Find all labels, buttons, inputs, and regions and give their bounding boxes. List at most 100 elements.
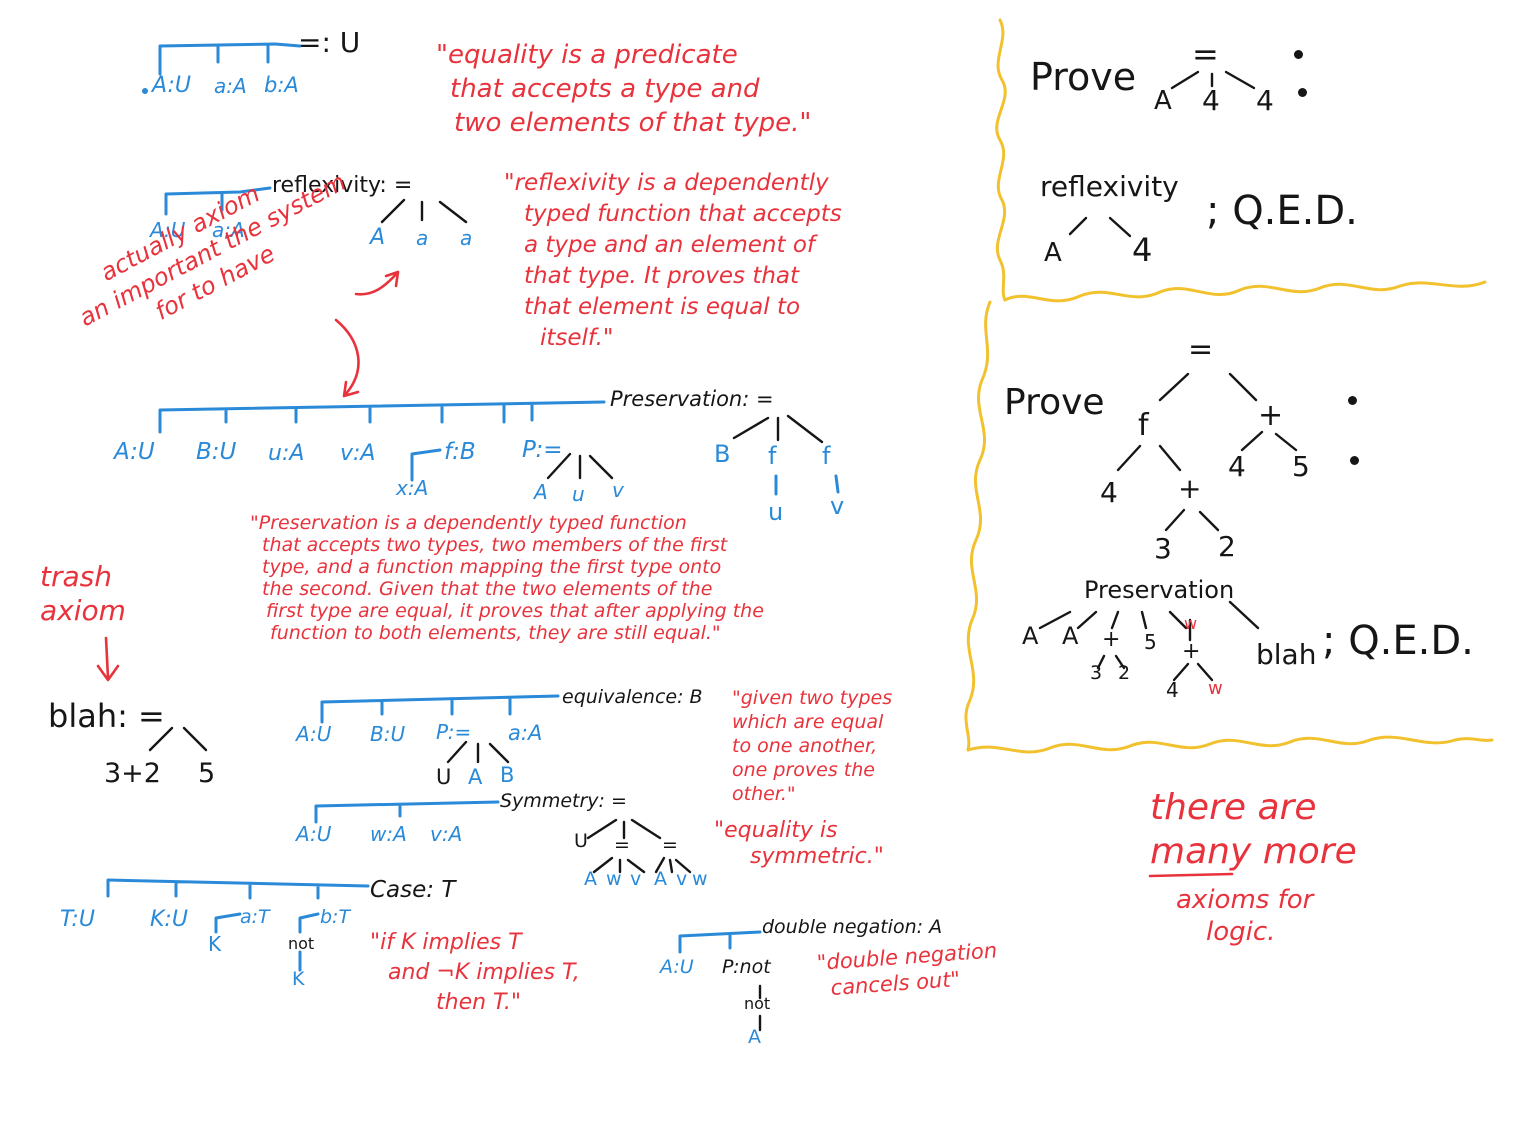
preservation-p-child-u: u — [572, 482, 585, 506]
proof2-inner-plus-lines — [1164, 508, 1220, 532]
preservation-note-line: function to both elements, they are stil… — [270, 622, 721, 644]
equality-note-line: two elements of that type." — [454, 108, 812, 138]
proof2-step-w: w — [1184, 614, 1198, 633]
proof2-w-plus-lines — [1172, 662, 1214, 682]
symmetry-child-eq-left: = — [614, 834, 630, 856]
symmetry-right-w: w — [692, 868, 708, 890]
trash-axiom-line: axiom — [40, 594, 126, 627]
footer-note-big: there are many more — [1150, 786, 1357, 874]
reflexivity-tree-lines — [380, 198, 468, 224]
proof1-colon-bottom — [1298, 88, 1307, 97]
symmetry-tree-lines — [586, 818, 662, 840]
double-negation-bracket — [678, 930, 762, 954]
proof2-left-f: f — [1138, 408, 1149, 443]
preservation-arg-P: P:= — [522, 437, 563, 463]
case-label: Case: T — [370, 877, 456, 903]
preservation-arg-A: A:U — [114, 439, 155, 465]
preservation-p-child-A: A — [534, 480, 548, 504]
equivalence-note-line: which are equal — [732, 711, 884, 733]
symmetry-left-lines — [592, 856, 646, 874]
reflexivity-note-line: a type and an element of — [524, 232, 815, 258]
equality-note: "equality is a predicate that accepts a … — [436, 38, 811, 140]
equality-arg-a: a:A — [214, 74, 247, 98]
equivalence-bracket — [320, 694, 560, 724]
proof2-right-plus: + — [1258, 398, 1284, 433]
case-b-child-K: K — [292, 968, 305, 990]
proof2-plus-sub-2: 2 — [1118, 662, 1131, 684]
equality-bracket — [158, 42, 302, 76]
preservation-note: "Preservation is a dependently typed fun… — [250, 512, 764, 644]
reflexivity-child-a2: a — [460, 226, 473, 250]
symmetry-bracket — [314, 800, 500, 824]
preservation-bracket — [158, 400, 606, 434]
yellow-divider-horizontal-2 — [966, 735, 1494, 754]
case-b-bracket — [298, 912, 320, 934]
preservation-note-line: that accepts two types, two members of t… — [262, 534, 728, 556]
footer-note-line: logic. — [1206, 917, 1276, 947]
preservation-arg-B: B:U — [196, 439, 237, 465]
case-a-bracket — [214, 912, 242, 934]
equivalence-note-line: to one another, — [732, 735, 878, 757]
proof2-step-A1: A — [1022, 622, 1039, 650]
proof1-colon-top — [1294, 50, 1303, 59]
case-a-child-K: K — [208, 932, 222, 956]
reflexivity-arg-A: A:U — [150, 218, 186, 242]
equality-note-line: that accepts a type and — [450, 74, 760, 104]
proof2-left-sub-3: 3 — [1154, 532, 1172, 565]
proof1-prove: Prove — [1030, 55, 1137, 99]
preservation-child-B: B — [714, 440, 731, 468]
preservation-arg-v: v:A — [340, 441, 376, 466]
proof2-step-A2: A — [1062, 622, 1079, 650]
symmetry-child-eq-right: = — [662, 834, 678, 856]
proof1-step-A: A — [1044, 238, 1062, 268]
preservation-note-line: type, and a function mapping the first t… — [262, 556, 722, 578]
equivalence-p-tree-lines — [446, 740, 510, 764]
equivalence-arg-P: P:= — [436, 720, 472, 744]
proof2-step-lines — [1038, 600, 1260, 630]
symmetry-left-A: A — [584, 868, 597, 890]
preservation-label: Preservation: = — [610, 387, 774, 411]
equivalence-note-line: one proves the — [732, 759, 875, 781]
preservation-arg-f: f:B — [444, 439, 476, 465]
double-negation-child-not: not — [744, 994, 771, 1013]
case-note: "if K implies T and ¬K implies T, then T… — [370, 928, 580, 1018]
reflexivity-note: "reflexivity is a dependently typed func… — [504, 168, 842, 354]
symmetry-arg-w: w:A — [370, 822, 407, 846]
reflexivity-note-line: "reflexivity is a dependently — [504, 170, 829, 196]
equivalence-p-child-A: A — [468, 765, 483, 789]
reflexivity-bracket — [164, 186, 272, 216]
reflexivity-note-line: that type. It proves that — [524, 263, 800, 289]
blah-child-left: 3+2 — [104, 758, 161, 789]
proof2-f-lines — [1116, 444, 1182, 472]
preservation-p-child-v: v — [612, 478, 624, 502]
proof2-left-plus: + — [1178, 472, 1202, 505]
bullet — [142, 88, 148, 94]
preservation-fn-arg: x:A — [396, 476, 429, 500]
symmetry-note-line: symmetric." — [750, 844, 884, 869]
preservation-child-f: f — [768, 442, 777, 470]
equivalence-note: "given two types which are equal to one … — [732, 686, 892, 806]
equality-arg-A: A:U — [152, 73, 191, 98]
equivalence-note-line: other." — [732, 783, 796, 805]
reflexivity-arg-a: a:A — [212, 218, 245, 242]
preservation-p-tree-lines — [546, 452, 614, 480]
proof1-step-4: 4 — [1132, 231, 1153, 269]
axiom-arrow-up — [354, 270, 400, 296]
proof1-step-lines — [1068, 216, 1132, 238]
symmetry-arg-A: A:U — [296, 822, 332, 846]
equality-arg-b: b:A — [264, 73, 299, 97]
case-arg-b: b:T — [320, 906, 351, 928]
trash-axiom-line: trash — [40, 560, 112, 593]
equivalence-note-line: "given two types — [732, 687, 893, 709]
proof1-goal-A: A — [1154, 86, 1172, 116]
reflexivity-label: reflexivity: = — [272, 173, 413, 198]
equivalence-p-child-U: U — [436, 765, 452, 789]
reflexivity-child-a: a — [416, 226, 429, 250]
symmetry-right-v: v — [676, 868, 688, 890]
proof2-step-plus: + — [1102, 627, 1121, 652]
symmetry-right-A: A — [654, 868, 667, 890]
equivalence-arg-a: a:A — [508, 721, 543, 745]
preservation-f-subtree — [774, 474, 840, 496]
proof1-goal-4a: 4 — [1202, 84, 1220, 117]
trash-arrow — [96, 636, 120, 682]
